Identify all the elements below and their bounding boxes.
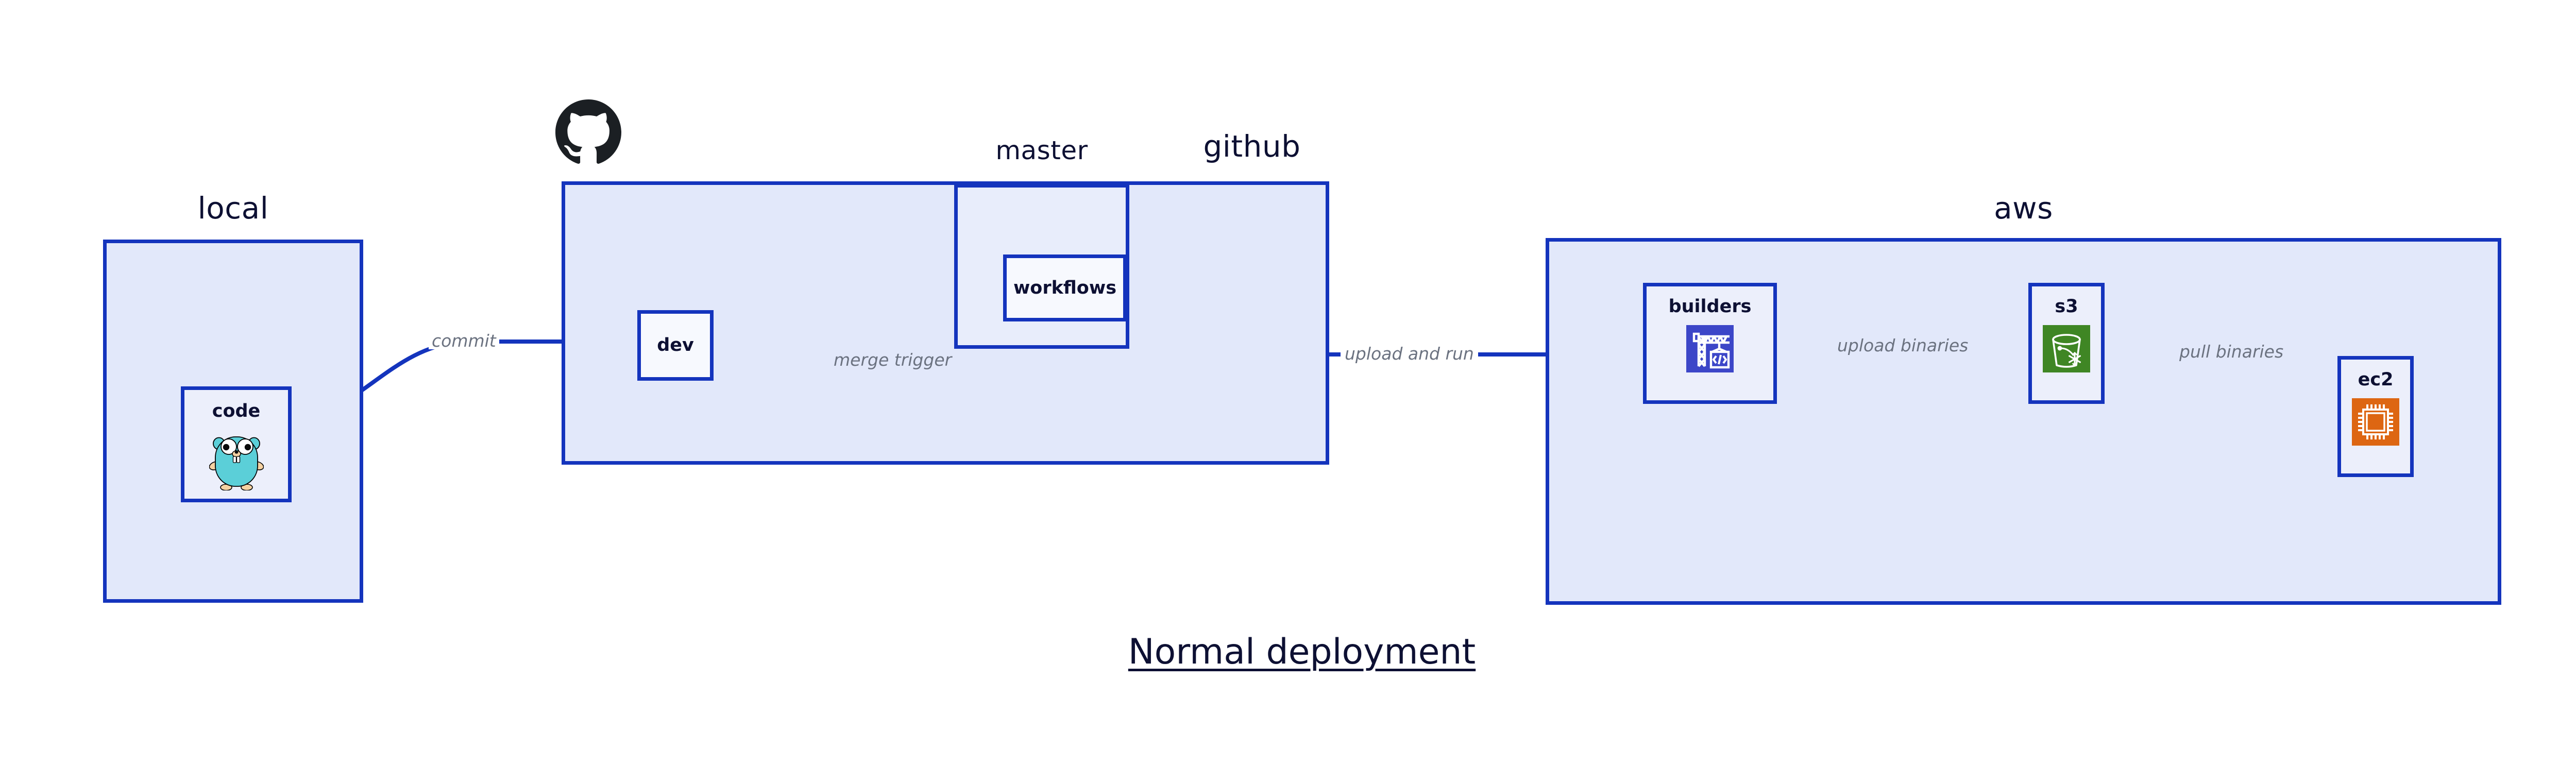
github-octocat-logo [555, 99, 621, 165]
node-label-s3: s3 [2055, 296, 2078, 317]
node-label-workflows: workflows [1013, 277, 1117, 298]
edge-label-merge-trigger: merge trigger [829, 351, 956, 368]
edge-label-pull-binaries: pull binaries [2175, 343, 2288, 360]
aws-codebuild-icon [1686, 325, 1734, 372]
group-aws: builders [1546, 238, 2501, 605]
node-s3[interactable]: s3 [2028, 283, 2105, 404]
group-master: workflows [954, 184, 1129, 349]
group-label-aws: aws [1994, 191, 2053, 226]
group-label-github: github [1203, 129, 1301, 164]
node-dev[interactable]: dev [637, 310, 714, 381]
node-label-dev: dev [657, 335, 694, 355]
node-ec2[interactable]: ec2 [2337, 356, 2414, 477]
diagram-title: Normal deployment [1128, 632, 1476, 672]
group-local: code [103, 240, 363, 603]
node-label-builders: builders [1668, 296, 1752, 317]
edge-label-upload-and-run: upload and run [1341, 345, 1478, 362]
group-label-master: master [995, 135, 1088, 165]
node-label-code: code [212, 401, 261, 421]
edge-label-commit: commit [429, 332, 499, 349]
node-code[interactable]: code [181, 386, 292, 502]
edge-label-upload-binaries: upload binaries [1833, 337, 1973, 354]
node-workflows[interactable]: workflows [1003, 254, 1127, 321]
node-builders[interactable]: builders [1643, 283, 1777, 404]
aws-s3-glacier-icon [2043, 325, 2090, 372]
aws-ec2-icon [2352, 398, 2399, 446]
group-label-local: local [197, 191, 269, 226]
node-label-ec2: ec2 [2358, 369, 2394, 390]
group-github: dev master workflows [562, 138, 1329, 465]
go-gopher-icon [209, 430, 264, 490]
